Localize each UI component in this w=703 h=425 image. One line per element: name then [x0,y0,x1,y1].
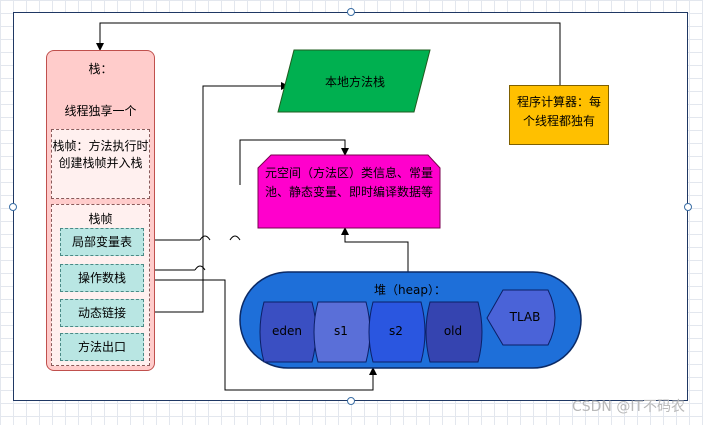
heap-old-label[interactable]: old [443,324,463,338]
native-stack-label[interactable]: 本地方法栈 [324,75,385,89]
heap-s1-label[interactable]: s1 [334,324,348,338]
stack-subtitle: 线程独享一个 [64,104,137,118]
dynamic-linking[interactable]: 动态链接 [60,299,144,327]
pc-register-box[interactable]: 程序计算器：每个线程都独有 [509,85,609,145]
operand-to-heap-connector [145,279,377,391]
operand-stack[interactable]: 操作数栈 [60,264,144,292]
heap-region-eden [259,301,317,363]
heap-tlab-label[interactable]: TLAB [509,310,541,324]
stack-to-metaspace-connector [239,139,349,185]
native-stack-shape [277,49,431,113]
heap-title: 堆（heap）： [374,283,446,297]
metaspace-shape [257,154,441,229]
heap-region-old [425,301,483,363]
resize-handle-right[interactable] [684,203,692,211]
heap-region-s1 [313,301,371,363]
metaspace-label[interactable]: 元空间（方法区）类信息、常量池、静态变量、即时编译数据等 [264,166,433,199]
stack-box: 栈： 线程独享一个 栈帧：方法执行时创建栈帧并入栈 栈帧 局部变量表 操作数栈 … [46,50,155,371]
heap-eden-label[interactable]: eden [272,324,302,338]
heap-to-metaspace-connector [341,227,409,272]
resize-handle-top[interactable] [347,8,355,16]
stack-title: 栈： [88,62,113,76]
watermark: CSDN @IT不码农 [571,399,685,415]
stack-frame-description: 栈帧：方法执行时创建栈帧并入栈 [51,129,150,199]
local-variable-table[interactable]: 局部变量表 [60,228,144,256]
heap-s2-label[interactable]: s2 [389,324,403,338]
stack-frame-title: 栈帧 [88,212,113,226]
method-exit[interactable]: 方法出口 [60,333,144,361]
dynamic-link-to-native-connector [145,82,289,313]
resize-handle-left[interactable] [9,203,17,211]
heap-region-tlab [486,289,556,346]
resize-handle-bottom[interactable] [347,397,355,405]
pc-to-stack-connector [96,22,561,85]
heap-region-s2 [368,301,426,363]
